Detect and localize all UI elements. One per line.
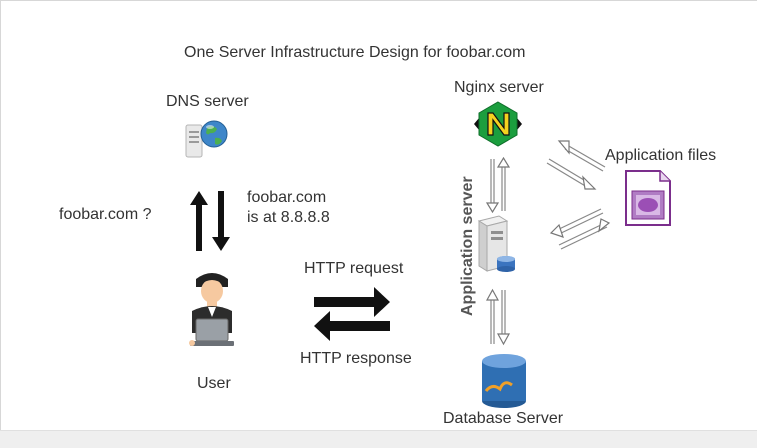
diagram-title: One Server Infrastructure Design for foo… [184,44,526,61]
nginx-logo-icon [473,101,523,147]
app-db-arrows-icon [482,288,512,346]
http-request-label: HTTP request [304,260,404,277]
dns-server-label: DNS server [166,93,249,110]
bottom-bar [0,430,757,448]
user-laptop-icon [186,271,238,351]
diagram-canvas: One Server Infrastructure Design for foo… [0,0,757,430]
http-response-label: HTTP response [300,350,412,367]
document-icon [624,169,672,227]
http-exchange-arrows-icon [312,285,392,343]
nginx-app-arrows-icon [482,157,512,213]
mysql-database-icon [480,353,528,409]
user-label: User [197,375,231,392]
dns-answer-label-2: is at 8.8.8.8 [247,209,330,226]
application-files-label: Application files [605,147,717,164]
files-diagonal-arrows-bottom-icon [549,205,611,251]
dns-exchange-arrows-icon [188,189,234,253]
dns-query-label: foobar.com ? [59,206,152,223]
globe-server-icon [185,119,229,159]
database-server-label: Database Server [443,410,564,427]
dns-answer-label-1: foobar.com [247,189,327,206]
server-tower-icon [475,215,517,273]
nginx-server-label: Nginx server [454,79,544,96]
files-diagonal-arrows-top-icon [545,139,607,191]
